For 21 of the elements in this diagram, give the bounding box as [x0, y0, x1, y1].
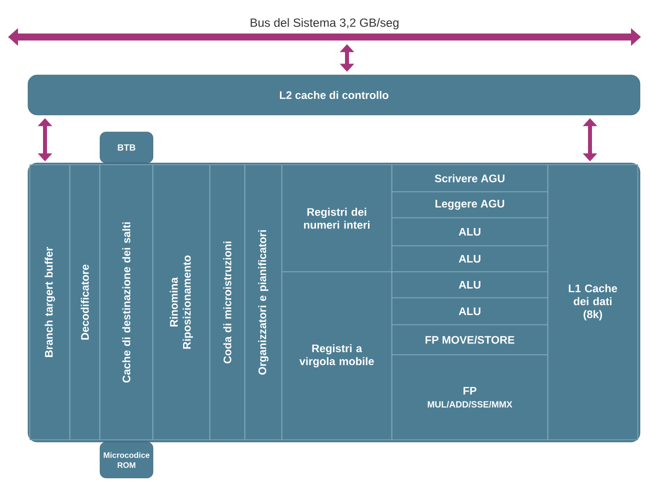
unit-cell: Leggere AGU	[391, 191, 548, 218]
unit-cell: ALU	[391, 297, 548, 326]
unit-column: Decodificatore	[69, 164, 100, 440]
unit-column: Coda di microistruzioni	[209, 164, 246, 440]
unit-column: Branch targert buffer	[29, 164, 70, 440]
unit-cell: Registri a virgola mobile	[281, 271, 392, 440]
processor-panel	[28, 162, 640, 442]
unit-cell: FP MOVE/STORE	[391, 324, 548, 356]
unit-cell: ALU	[391, 271, 548, 298]
unit-column: Organizzatori e pianificatori	[244, 164, 282, 440]
cache-bar: L2 cache di controllo	[28, 74, 640, 116]
unit-cell: Scrivere AGU	[391, 164, 548, 192]
unit-column: Rinomina Riposizionamento	[152, 164, 210, 440]
unit-cell: ALU	[391, 217, 548, 246]
unit-cell: FP MUL/ADD/SSE/MMX	[391, 354, 548, 440]
unit-cell: Registri dei numeri interi	[281, 164, 392, 272]
unit-column: L1 Cache dei dati (8k)	[547, 164, 638, 440]
node-label: Bus del Sistema 3,2 GB/seg	[250, 18, 398, 30]
unit-column: Cache di destinazione dei salti	[99, 164, 154, 440]
tab-box: BTB	[100, 132, 154, 164]
unit-cell: ALU	[391, 245, 548, 272]
